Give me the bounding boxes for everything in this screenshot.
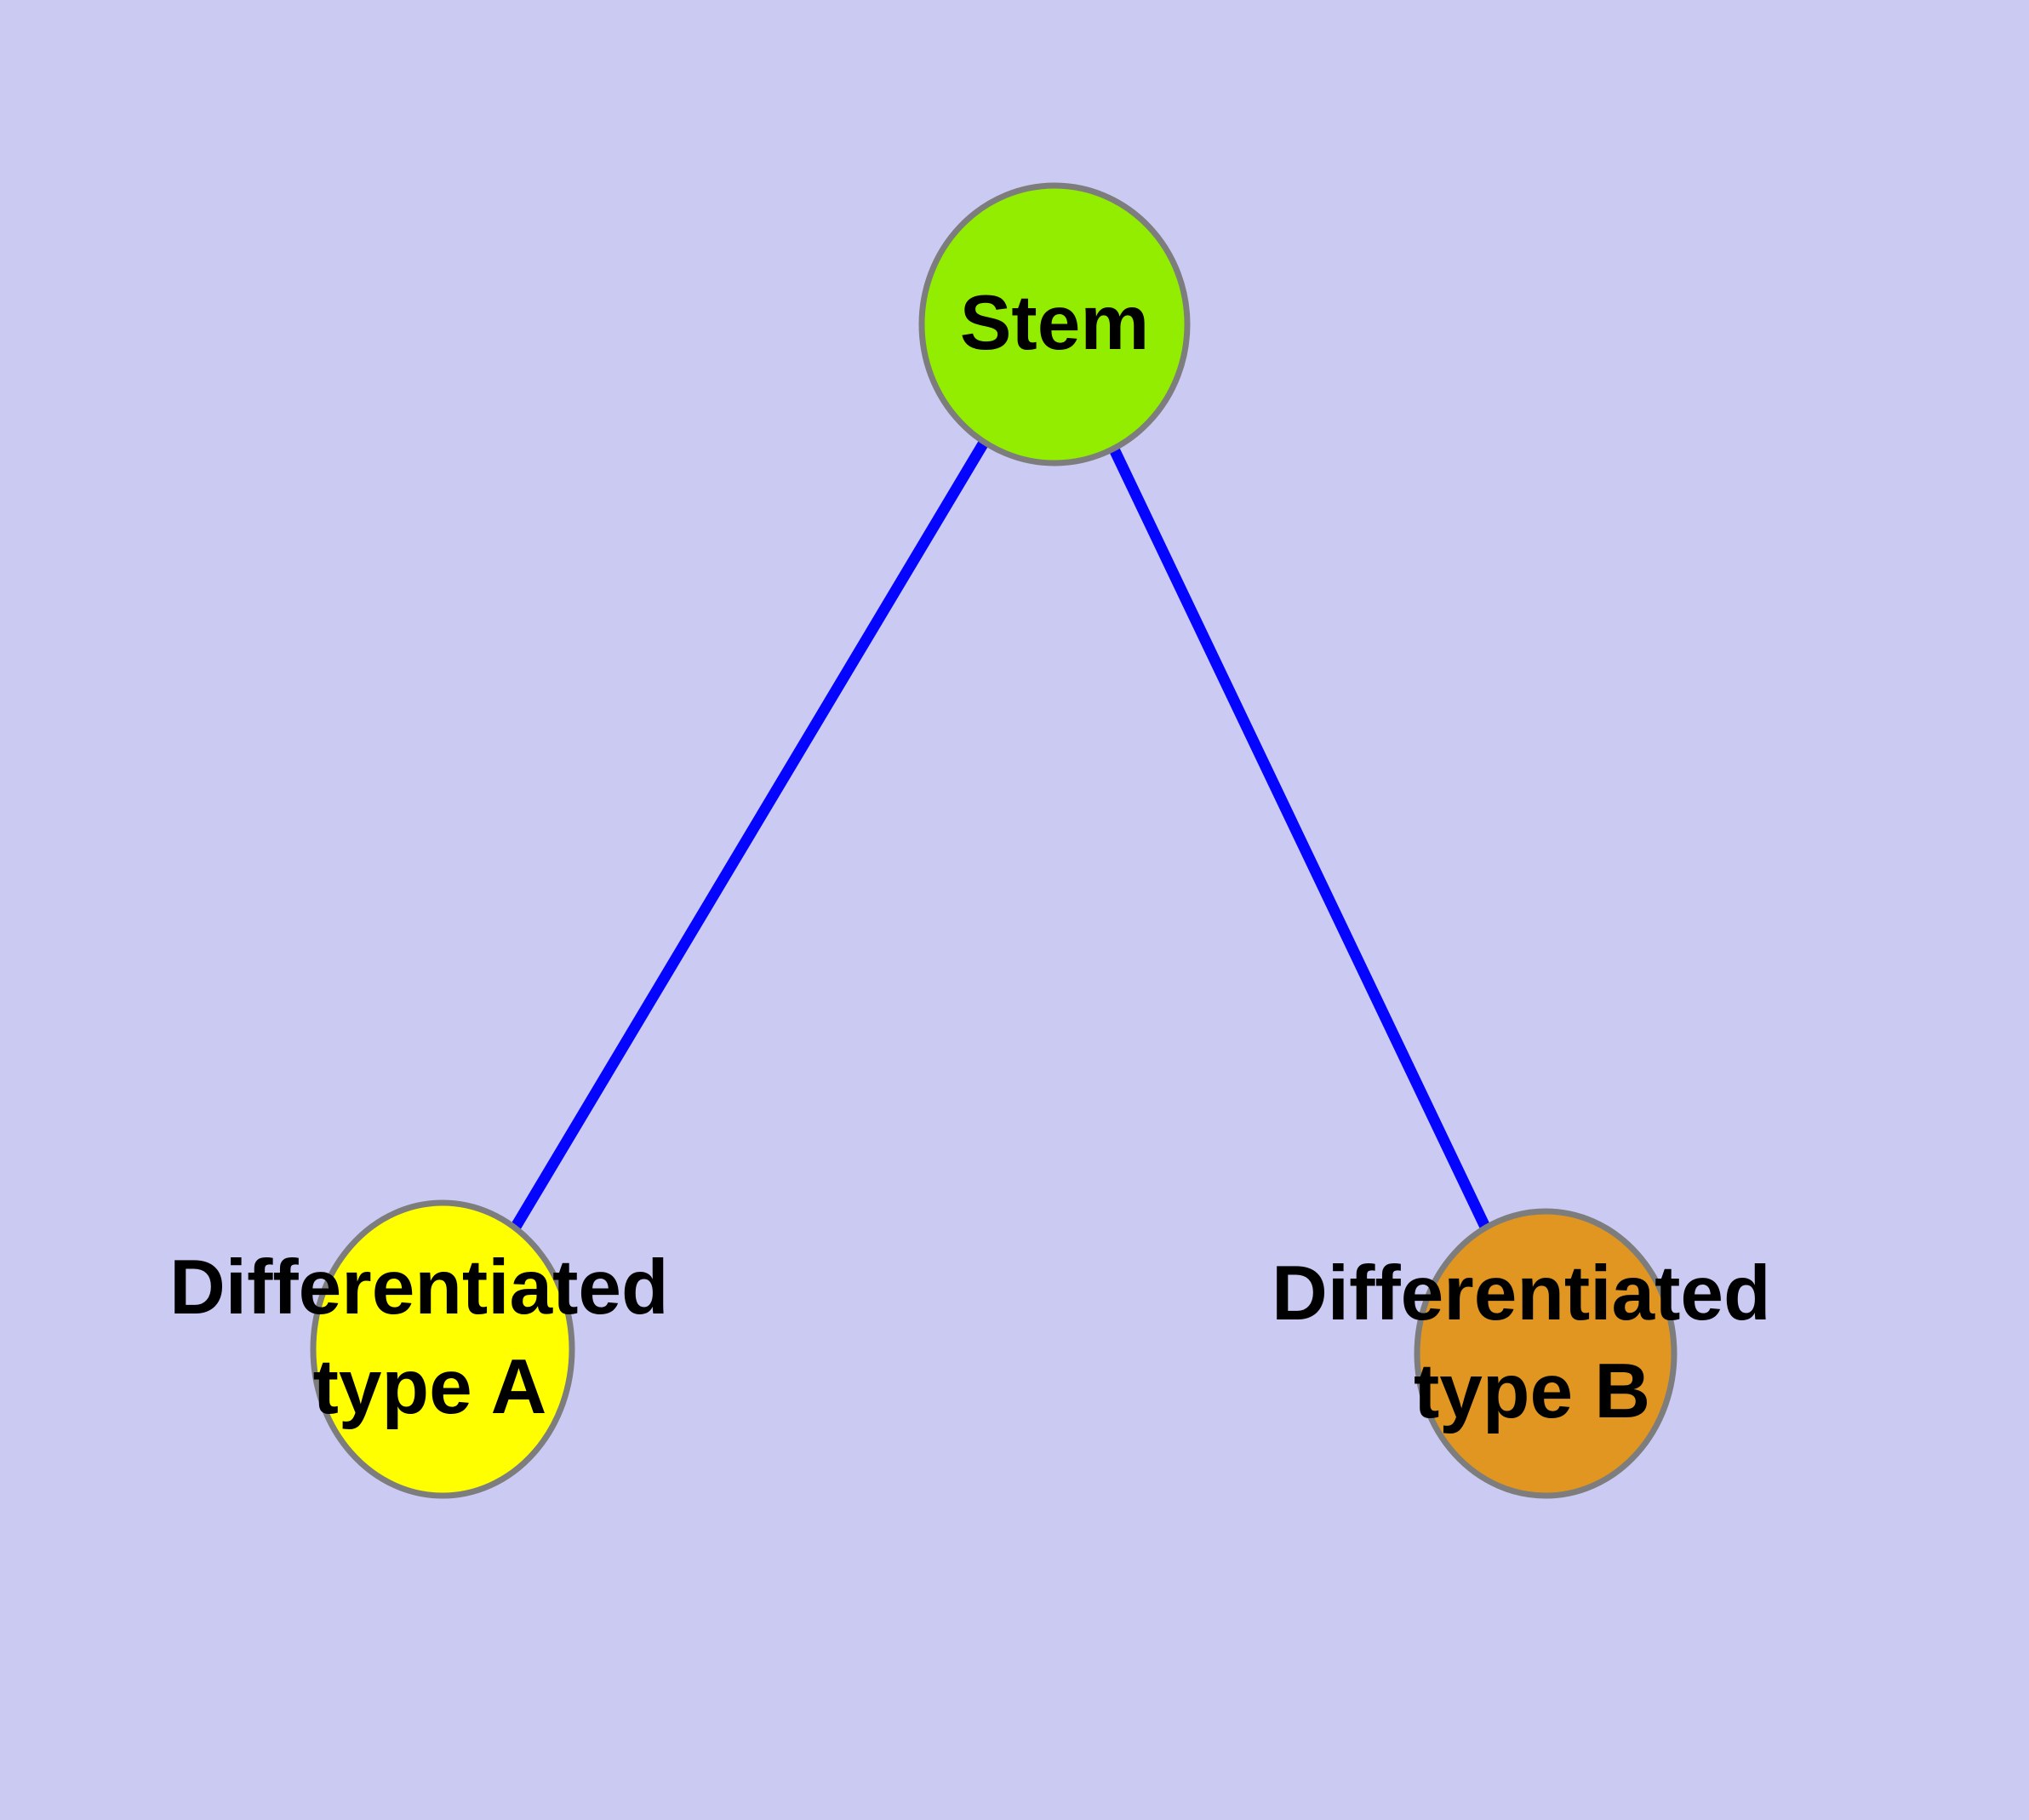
edge-layer <box>437 321 1551 1356</box>
node-differentiated-type-a <box>310 1199 575 1499</box>
node-type-b-circle <box>1414 1208 1677 1499</box>
node-stem <box>918 182 1191 466</box>
edge-stem-to-type-b <box>1049 322 1551 1356</box>
node-type-a-label-line2: type A <box>313 1344 547 1430</box>
label-layer: Stem Differentiated type A Differentiate… <box>169 280 1792 1434</box>
node-type-b-label-line2: type B <box>1414 1348 1650 1434</box>
node-stem-circle <box>918 182 1191 466</box>
node-type-a-circle <box>310 1199 575 1499</box>
node-stem-label: Stem <box>960 280 1150 366</box>
node-differentiated-type-b <box>1414 1208 1677 1499</box>
node-type-b-label-line1: Differentiated <box>1272 1251 1771 1336</box>
node-type-a-label-line1: Differentiated <box>169 1245 669 1331</box>
edge-stem-to-type-a <box>437 321 1060 1353</box>
node-type-a-label: Differentiated type A <box>169 1245 690 1430</box>
node-type-b-label: Differentiated type B <box>1272 1251 1792 1434</box>
